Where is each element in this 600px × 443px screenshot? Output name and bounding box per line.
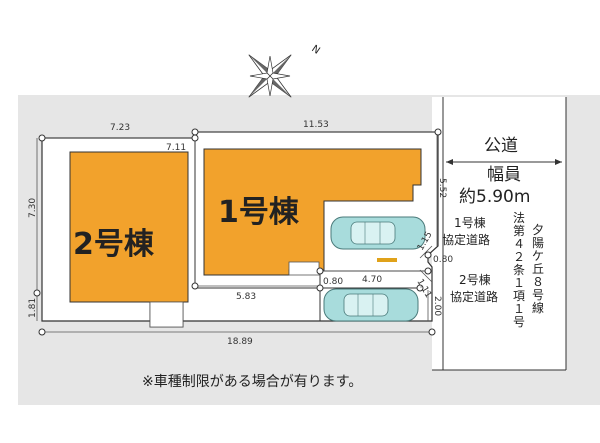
dim-bottom: 18.89 xyxy=(227,337,253,347)
road-width-arrowhead-right xyxy=(555,159,562,165)
compass-north-label: N xyxy=(309,43,321,56)
private-road-1-label-line-1: 1号棟 xyxy=(454,215,486,230)
restriction-note: ※車種制限がある場合が有ります。 xyxy=(142,373,362,390)
dim-left-upper: 7.30 xyxy=(28,198,38,218)
parking-marker xyxy=(377,258,397,262)
road-width-arrowhead-left xyxy=(446,159,453,165)
dim-left-lower: 1.81 xyxy=(28,298,38,318)
private-road-2-label-line-1: 2号棟 xyxy=(459,272,491,287)
dim-access-b: 4.70 xyxy=(362,275,382,285)
building-1-step xyxy=(288,261,320,276)
dim-middle: 5.83 xyxy=(236,292,256,302)
dimension-nodes xyxy=(33,128,442,336)
building-2-label: 2号棟 xyxy=(73,227,155,262)
legal-basis-column-0: 法第４２条１項１号 xyxy=(513,211,525,329)
public-road-area xyxy=(432,97,566,370)
dim-access-c: 0.80 xyxy=(433,255,453,265)
dim-access-a: 0.80 xyxy=(323,277,343,287)
public-road-width-value: 約5.90m xyxy=(459,187,530,207)
private-road-1-label-line-2: 協定道路 xyxy=(442,232,490,247)
public-road-width-label: 幅員 xyxy=(487,165,521,185)
building-2-porch xyxy=(149,301,184,328)
dim-access-width: 2.00 xyxy=(432,296,442,316)
building-1 xyxy=(203,148,422,276)
public-road-title: 公道 xyxy=(484,136,518,156)
dim-top-left: 7.23 xyxy=(110,123,130,133)
building-1-label: 1号棟 xyxy=(218,195,300,230)
car-lot-1 xyxy=(330,216,426,250)
car-lot-2 xyxy=(323,288,419,322)
legal-basis-column-1: 夕陽ケ丘８号線 xyxy=(532,223,544,315)
dim-road-height: 5.52 xyxy=(437,178,447,198)
dim-top-right: 11.53 xyxy=(303,120,329,130)
dimension-lines xyxy=(36,131,438,333)
private-road-2-label-line-2: 協定道路 xyxy=(450,289,498,304)
compass-icon xyxy=(248,54,292,98)
dim-notch: 7.11 xyxy=(166,143,186,153)
